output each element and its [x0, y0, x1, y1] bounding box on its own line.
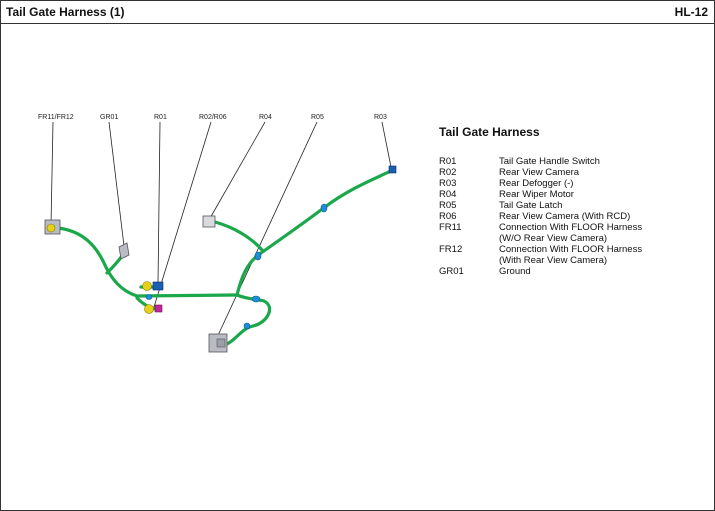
connector-gr01	[118, 242, 130, 260]
label-gr01: GR01	[100, 114, 118, 121]
leader-r01	[157, 121, 161, 285]
legend-desc: Ground	[499, 266, 531, 277]
legend-desc: Connection With FLOOR Harness(W/O Rear V…	[499, 222, 659, 244]
connector-r04	[202, 215, 216, 228]
legend-title: Tail Gate Harness	[439, 125, 540, 139]
label-r05: R05	[311, 114, 324, 121]
legend-code: R03	[439, 178, 457, 189]
connector-r03	[388, 165, 397, 174]
legend-code: R01	[439, 156, 457, 167]
legend-desc: Rear View Camera (With RCD)	[499, 211, 631, 222]
harness-branch-r03	[235, 169, 393, 297]
leader-r02-r06	[153, 121, 212, 308]
connector-r02-r06	[144, 304, 163, 314]
clip-5	[145, 294, 153, 300]
connector-fr11-fr12	[44, 219, 61, 235]
legend-code: GR01	[439, 266, 464, 277]
clip-3	[251, 295, 261, 303]
legend-desc-line1: Connection With FLOOR Harness	[499, 244, 643, 255]
leader-r04	[208, 121, 266, 221]
harness-main-trunk	[56, 226, 239, 298]
page-header: Tail Gate Harness (1) HL-12	[1, 1, 714, 24]
legend-row: R05 Tail Gate Latch	[439, 200, 659, 211]
legend-row: R03 Rear Defogger (-)	[439, 178, 659, 189]
legend-code: FR11	[439, 222, 462, 233]
legend-code: R05	[439, 200, 457, 211]
legend-row: R06 Rear View Camera (With RCD)	[439, 211, 659, 222]
legend-desc-line1: Connection With FLOOR Harness	[499, 222, 643, 233]
legend-row: FR11 Connection With FLOOR Harness(W/O Re…	[439, 222, 659, 244]
clip-1	[320, 203, 328, 213]
leader-gr01	[108, 121, 125, 247]
page-code: HL-12	[674, 5, 708, 19]
legend: Tail Gate Harness R01 Tail Gate Handle Sw…	[439, 125, 659, 277]
legend-desc-line2: (W/O Rear View Camera)	[499, 233, 608, 244]
label-r03: R03	[374, 114, 387, 121]
legend-code: R06	[439, 211, 457, 222]
label-r01: R01	[154, 114, 167, 121]
legend-code: R02	[439, 167, 457, 178]
legend-desc: Rear Wiper Motor	[499, 189, 574, 200]
harness-branch-r04	[213, 220, 265, 253]
leader-fr11-fr12	[50, 121, 54, 226]
leader-r05	[213, 121, 318, 345]
harness-branch-r05	[225, 293, 272, 346]
label-fr11-fr12: FR11/FR12	[38, 114, 74, 121]
clip-4	[243, 322, 251, 330]
page-title: Tail Gate Harness (1)	[6, 5, 125, 19]
legend-row: R04 Rear Wiper Motor	[439, 189, 659, 200]
legend-desc: Connection With FLOOR Harness(With Rear …	[499, 244, 659, 266]
legend-row: R02 Rear View Camera	[439, 167, 659, 178]
leader-r03	[381, 121, 392, 168]
legend-desc: Rear Defogger (-)	[499, 178, 574, 189]
label-r02-r06: R02/R06	[199, 114, 227, 121]
legend-row: FR12 Connection With FLOOR Harness(With R…	[439, 244, 659, 266]
connector-r05	[208, 333, 228, 353]
legend-code: R04	[439, 189, 457, 200]
legend-row: R01 Tail Gate Handle Switch	[439, 156, 659, 167]
legend-desc: Tail Gate Latch	[499, 200, 563, 211]
legend-row: GR01 Ground	[439, 266, 659, 277]
legend-desc: Tail Gate Handle Switch	[499, 156, 600, 167]
connector-r01	[142, 281, 164, 291]
legend-desc-line2: (With Rear View Camera)	[499, 255, 608, 266]
label-r04: R04	[259, 114, 272, 121]
legend-code: FR12	[439, 244, 463, 255]
legend-desc: Rear View Camera	[499, 167, 580, 178]
clip-2	[254, 251, 262, 261]
